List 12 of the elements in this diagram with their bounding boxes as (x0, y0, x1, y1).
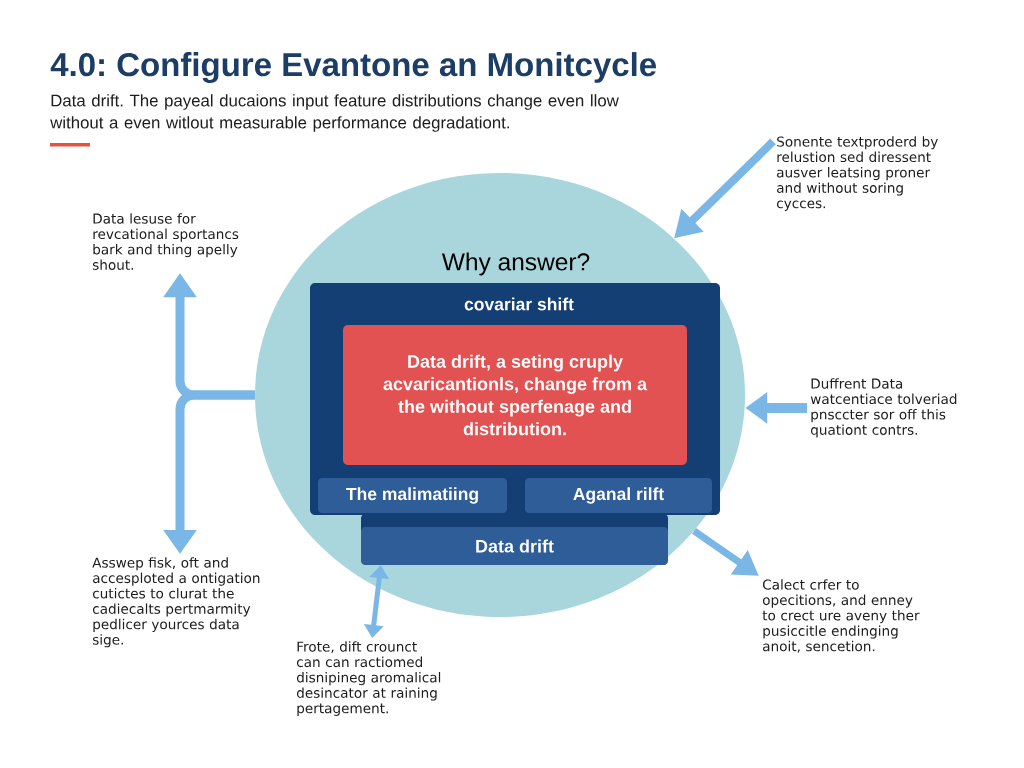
note-text: Frote, dift crounct can can ractiomed disnipineg aromalical desincator at raining pertagement. (296, 641, 441, 716)
tab-box: The malimatiing (318, 478, 507, 513)
subtitle: Data drift. The payeal ducaions input feature distributions change even llow without a even witlout measurable performance degradationt. (50, 94, 619, 132)
title: 4.0: Configure Evantone an Monitcycle (50, 52, 656, 83)
note-text: Duffrent Data watcentiace tolveriad pnsccter sor off this quationt contrs. (810, 378, 957, 438)
note-text: Data lesuse for revcational sportancs bark and thing apelly shout. (92, 213, 239, 270)
tab-box: Aganal rilft (525, 478, 712, 513)
base-bar: Data drift (361, 514, 668, 565)
node-label: covariar shift (464, 297, 574, 311)
note-text: Calect crfer to opecitions, and enney to crect ure aveny ther pusiccitle endinging anoit, sencetion. (762, 579, 920, 653)
note-text: Sonente textproderd by relustion sed diressent ausver leatsing proner and without soring cycces. (776, 136, 938, 211)
highlight-box: Data drift, a seting cruply acvaricantionls, change from a the without sperfenage and distribution. (343, 325, 687, 465)
